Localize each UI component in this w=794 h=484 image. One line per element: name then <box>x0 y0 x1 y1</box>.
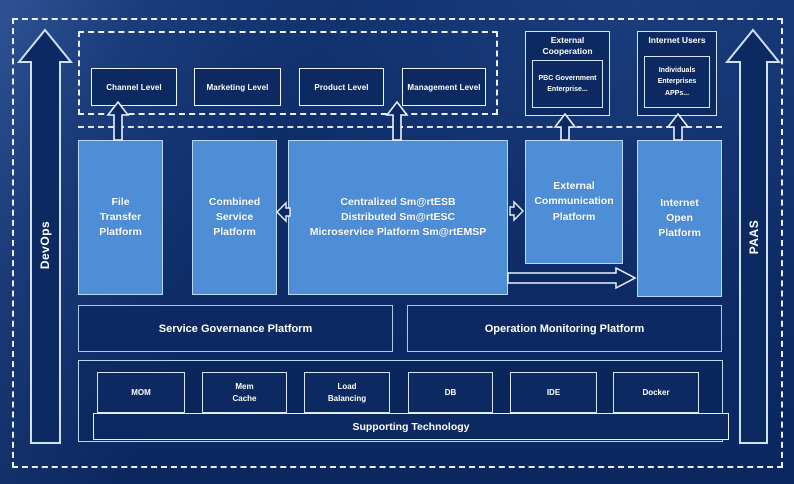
label-line: Balancing <box>327 393 367 403</box>
tech-label: Docker <box>642 387 670 397</box>
level-label: Management Level <box>407 82 481 92</box>
tech-box-mem-cache: Mem Cache <box>202 372 287 413</box>
label-line: Distributed Sm@rtESC <box>340 210 456 223</box>
external-cooperation-inner-label: PBC Government Enterprise... <box>538 74 597 93</box>
internet-users-inner-label: Individuals Enterprises APPs... <box>657 67 697 97</box>
platform-file-transfer: File Transfer Platform <box>78 140 163 295</box>
label-line: External <box>553 180 595 193</box>
label-line: File <box>111 195 130 208</box>
level-label: Channel Level <box>106 82 162 92</box>
tech-label: MOM <box>131 387 151 397</box>
label-line: Open <box>666 211 693 224</box>
label-line: Mem <box>235 381 254 391</box>
level-box-marketing: Marketing Level <box>194 68 281 106</box>
label-line: Internet <box>660 196 699 209</box>
operation-monitoring-label: Operation Monitoring Platform <box>484 322 645 335</box>
devops-rail-label: DevOps <box>38 220 52 270</box>
operation-monitoring-platform-box: Operation Monitoring Platform <box>407 305 722 352</box>
label-line: Platform <box>658 227 701 240</box>
level-box-management: Management Level <box>402 68 486 106</box>
label-line: Communication <box>534 195 614 208</box>
tech-box-ide: IDE <box>510 372 597 413</box>
dashed-separator-line <box>78 126 722 128</box>
label-line: Transfer <box>99 210 142 223</box>
label-line: Microservice Platform Sm@rtEMSP <box>309 226 487 239</box>
paas-rail-label: PAAS <box>747 219 761 255</box>
levels-dashed-band <box>78 31 498 115</box>
level-box-channel: Channel Level <box>91 68 177 106</box>
platform-combined-service: Combined Service Platform <box>192 140 277 295</box>
internet-users-inner-box: Individuals Enterprises APPs... <box>644 56 710 108</box>
label-line: Service <box>215 210 254 223</box>
internet-users-title: Internet Users <box>648 35 706 45</box>
supporting-technology-label: Supporting Technology <box>352 420 470 433</box>
platform-external-communication: External Communication Platform <box>525 140 623 264</box>
service-governance-label: Service Governance Platform <box>158 322 313 335</box>
label-line: Centralized Sm@rtESB <box>340 195 456 208</box>
tech-box-docker: Docker <box>613 372 699 413</box>
level-box-product: Product Level <box>299 68 384 106</box>
label-line: Combined <box>208 195 261 208</box>
level-label: Product Level <box>314 82 369 92</box>
external-cooperation-inner-box: PBC Government Enterprise... <box>532 60 603 108</box>
tech-label: IDE <box>546 387 561 397</box>
label-line: Platform <box>552 210 596 223</box>
level-label: Marketing Level <box>206 82 269 92</box>
label-line: Load <box>337 381 357 391</box>
supporting-technology-banner: Supporting Technology <box>93 413 729 440</box>
tech-box-load-balancing: Load Balancing <box>304 372 390 413</box>
platform-esb: Centralized Sm@rtESB Distributed Sm@rtES… <box>288 140 508 295</box>
external-cooperation-title: External Cooperation <box>542 35 593 57</box>
tech-box-db: DB <box>408 372 493 413</box>
label-line: Platform <box>213 226 256 239</box>
label-line: Platform <box>99 226 142 239</box>
platform-internet-open: Internet Open Platform <box>637 140 722 297</box>
outer-dashed-border <box>12 18 783 468</box>
tech-box-mom: MOM <box>97 372 185 413</box>
tech-label: DB <box>444 387 457 397</box>
service-governance-platform-box: Service Governance Platform <box>78 305 393 352</box>
label-line: Cache <box>232 393 257 403</box>
